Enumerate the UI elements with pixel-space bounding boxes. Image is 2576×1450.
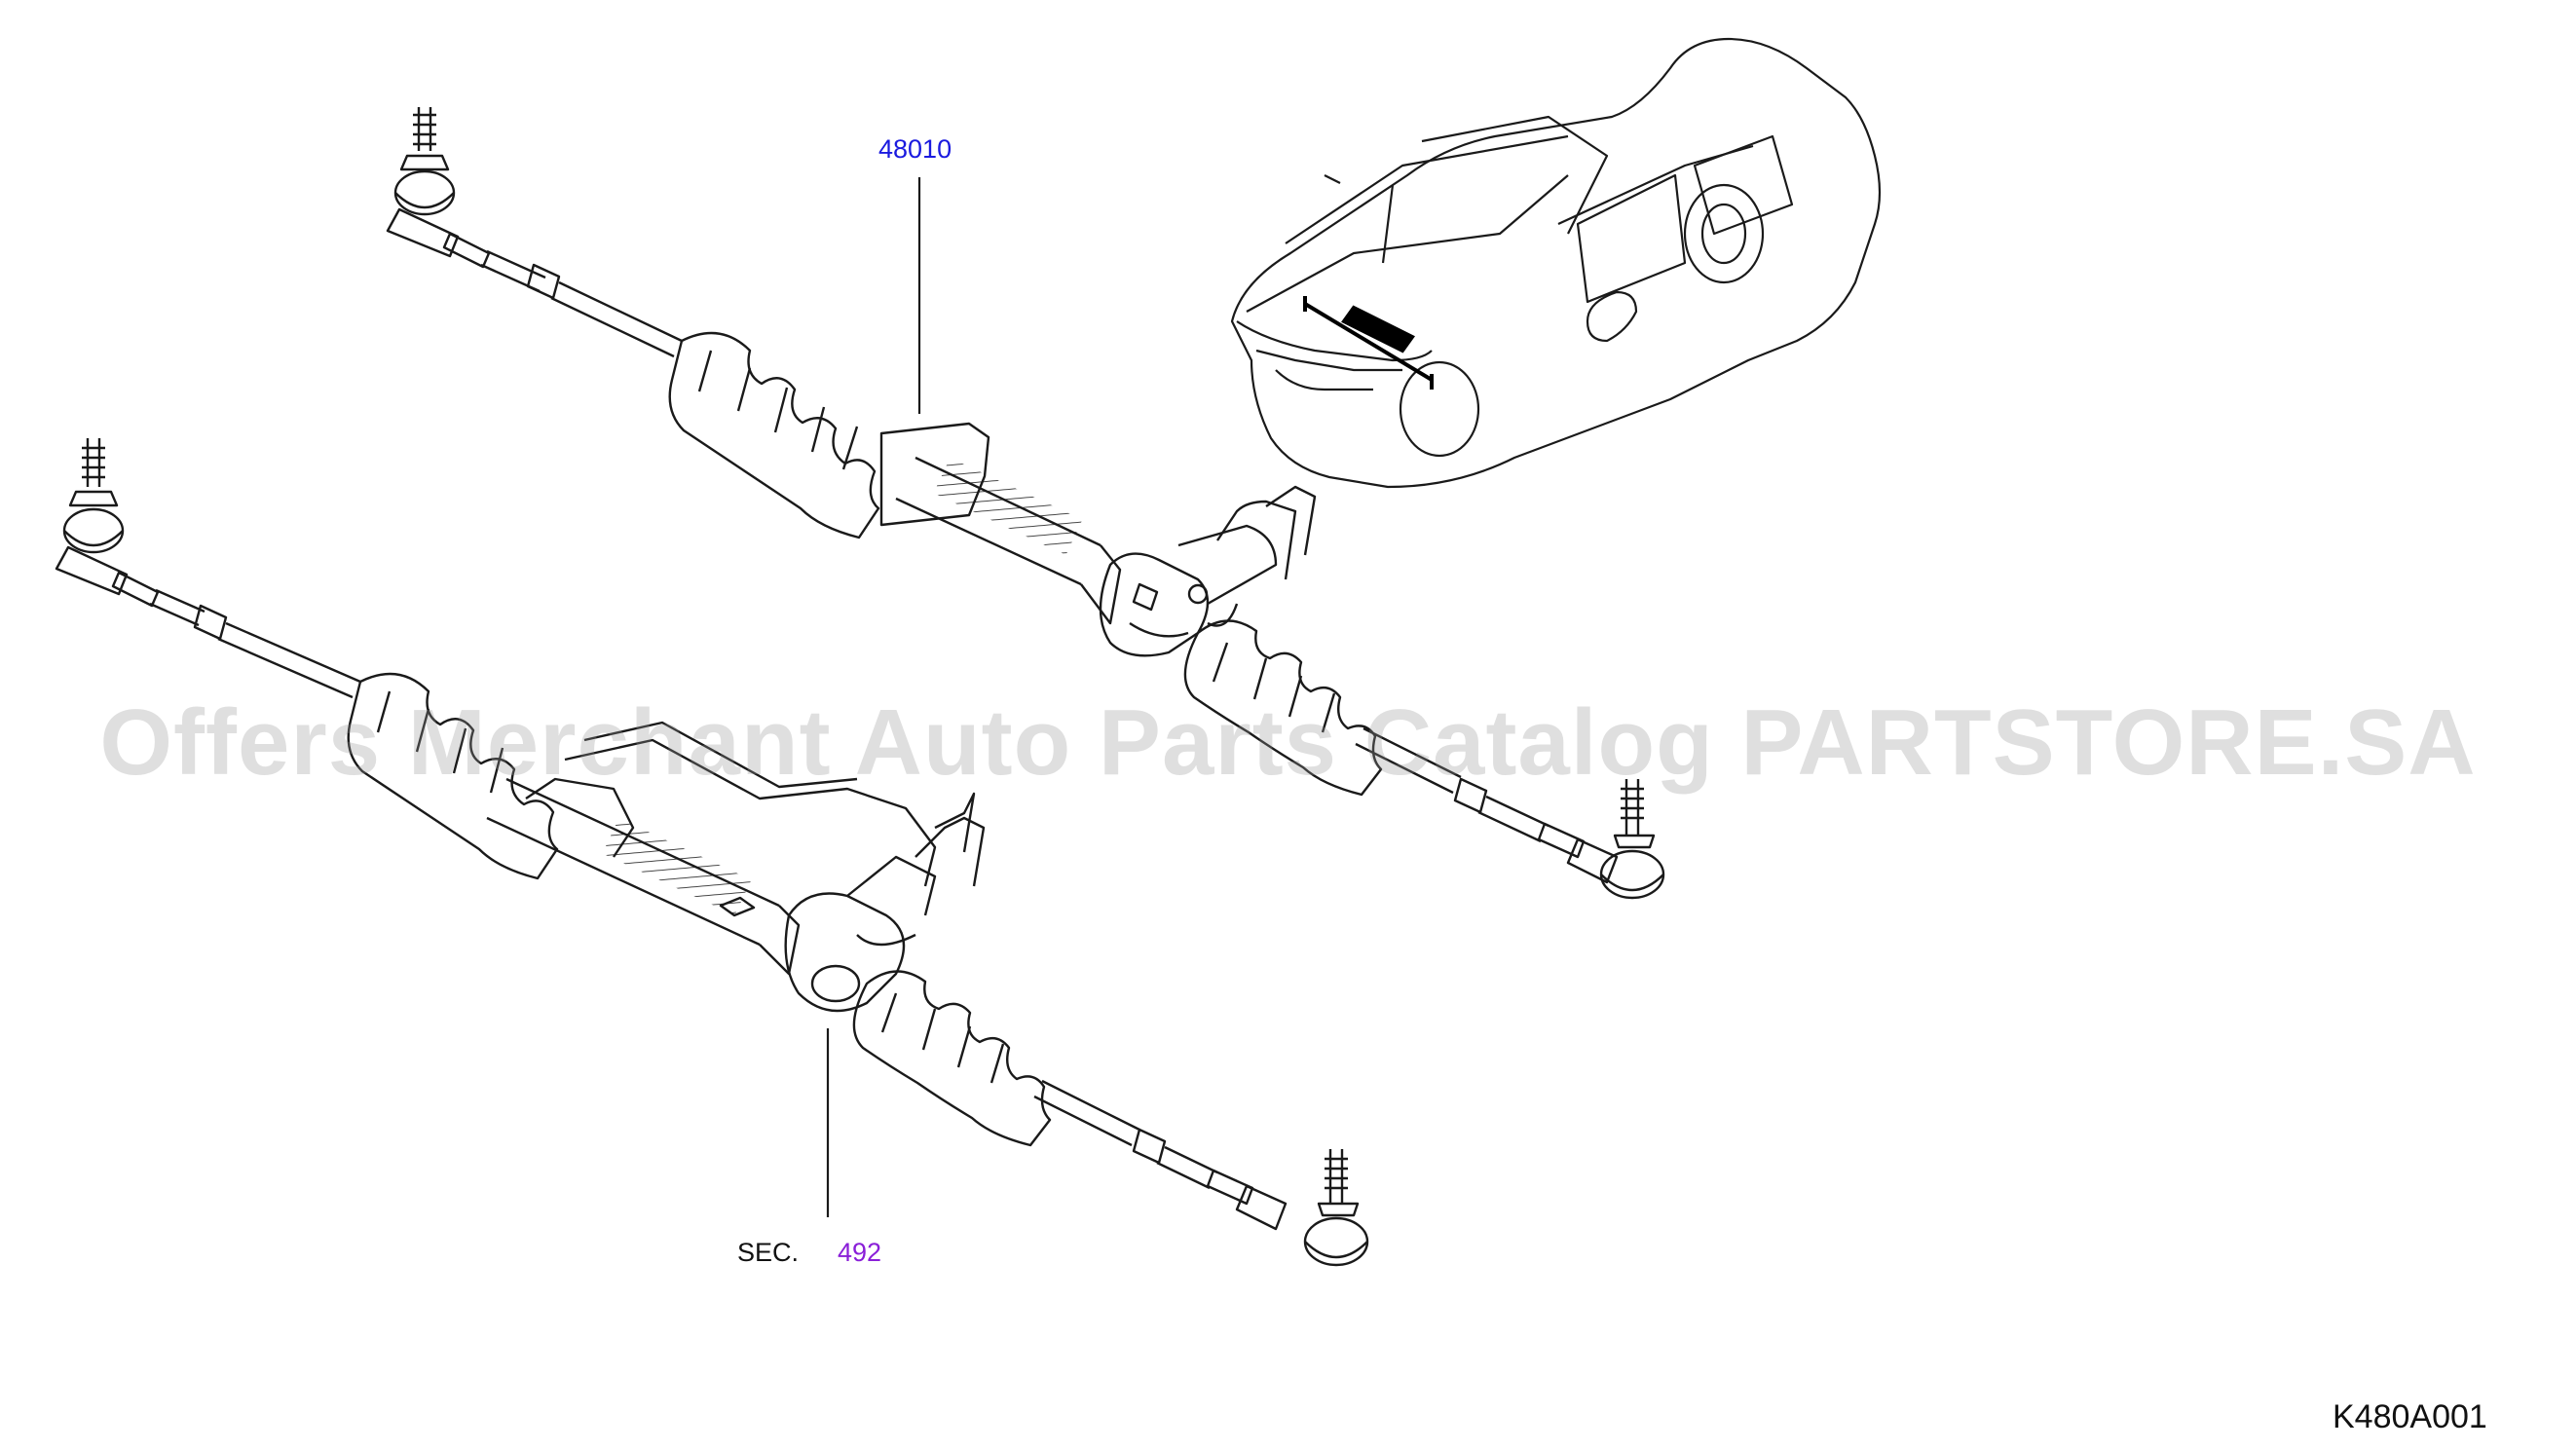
upper-pinion-housing [1099,485,1317,657]
lower-left-tie-rod-end [55,438,160,608]
section-number-492[interactable]: 492 [838,1238,882,1267]
lower-right-boot [852,970,1052,1147]
lower-left-boot [347,672,559,880]
figure-code: K480A001 [2333,1398,2487,1435]
upper-right-lock-nut [1453,777,1488,814]
upper-right-inner-rod [1355,726,1462,795]
upper-left-outer-rod [480,249,546,293]
vehicle-rack-highlight [1303,296,1434,390]
part-number-48010[interactable]: 48010 [878,134,952,164]
lower-left-inner-rod [217,621,361,699]
lower-pinion-housing [784,792,986,1013]
upper-left-lock-nut [526,263,561,300]
steering-rack-upper [386,107,1665,900]
section-label: SEC. [737,1238,800,1267]
lower-right-lock-nut [1132,1128,1167,1165]
lower-right-inner-rod [1033,1079,1140,1147]
lower-left-outer-rod [149,588,205,627]
upper-right-outer-rod [1477,795,1549,843]
upper-left-inner-rod [550,280,683,358]
upper-left-boot [668,331,880,539]
upper-left-tie-rod-end [386,107,491,269]
steering-rack-lower [55,438,1369,1267]
upper-right-boot [1183,619,1383,797]
lower-rack-housing [486,721,937,976]
lower-right-outer-rod [1156,1145,1218,1190]
lower-right-tie-rod-end [1206,1149,1369,1267]
upper-rack-housing [879,422,1122,625]
lower-left-lock-nut [193,604,228,641]
upper-right-tie-rod-end [1537,779,1665,900]
vehicle-locator [1230,37,1882,489]
